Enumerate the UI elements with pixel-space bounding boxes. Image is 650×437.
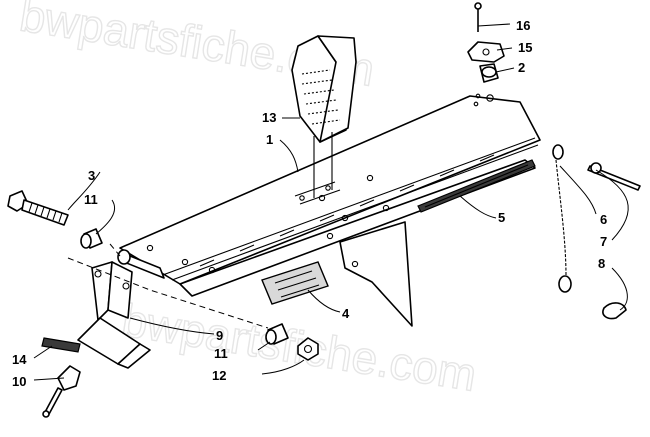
bushing-left — [80, 228, 103, 249]
hinge-bracket — [77, 261, 151, 369]
callout-5: 5 — [498, 210, 505, 225]
clevis-pin — [587, 162, 641, 191]
bracket-fin — [339, 221, 413, 327]
tether-cable — [552, 144, 572, 293]
grommet — [479, 63, 499, 83]
callout-8: 8 — [598, 256, 605, 271]
screw-top — [474, 2, 482, 32]
callout-14: 14 — [12, 352, 27, 367]
callout-11-bottom: 11 — [214, 346, 228, 361]
assembly-line — [67, 257, 269, 329]
retainer-plate — [467, 41, 505, 63]
lock-nut — [297, 337, 319, 361]
callout-labels: 16 15 2 13 1 3 11 5 6 7 8 4 9 11 12 14 1… — [12, 18, 607, 389]
bolt-shank — [21, 199, 69, 226]
callout-12: 12 — [212, 368, 226, 383]
callout-13: 13 — [262, 110, 276, 125]
callout-10: 10 — [12, 374, 26, 389]
callout-15: 15 — [518, 40, 532, 55]
callout-6: 6 — [600, 212, 607, 227]
foot-tread — [291, 35, 357, 198]
callout-9: 9 — [216, 328, 223, 343]
plate-top — [119, 95, 541, 285]
callout-11-top: 11 — [84, 192, 98, 207]
warning-decal — [261, 261, 329, 305]
leader-lines — [33, 23, 629, 381]
callout-4: 4 — [342, 306, 350, 321]
tread-slots — [294, 181, 341, 205]
hair-pin — [602, 302, 627, 320]
callout-7: 7 — [600, 234, 607, 249]
push-rivet — [42, 365, 81, 418]
callout-3: 3 — [88, 168, 95, 183]
bolt — [7, 190, 69, 226]
callout-2: 2 — [518, 60, 525, 75]
callout-1: 1 — [266, 132, 273, 147]
spacer-strip — [41, 337, 81, 353]
hinge-line — [159, 137, 536, 277]
hinge-knuckles — [199, 154, 495, 267]
bushing-right — [265, 323, 289, 345]
rivet-holes — [146, 93, 494, 274]
callout-16: 16 — [516, 18, 530, 33]
